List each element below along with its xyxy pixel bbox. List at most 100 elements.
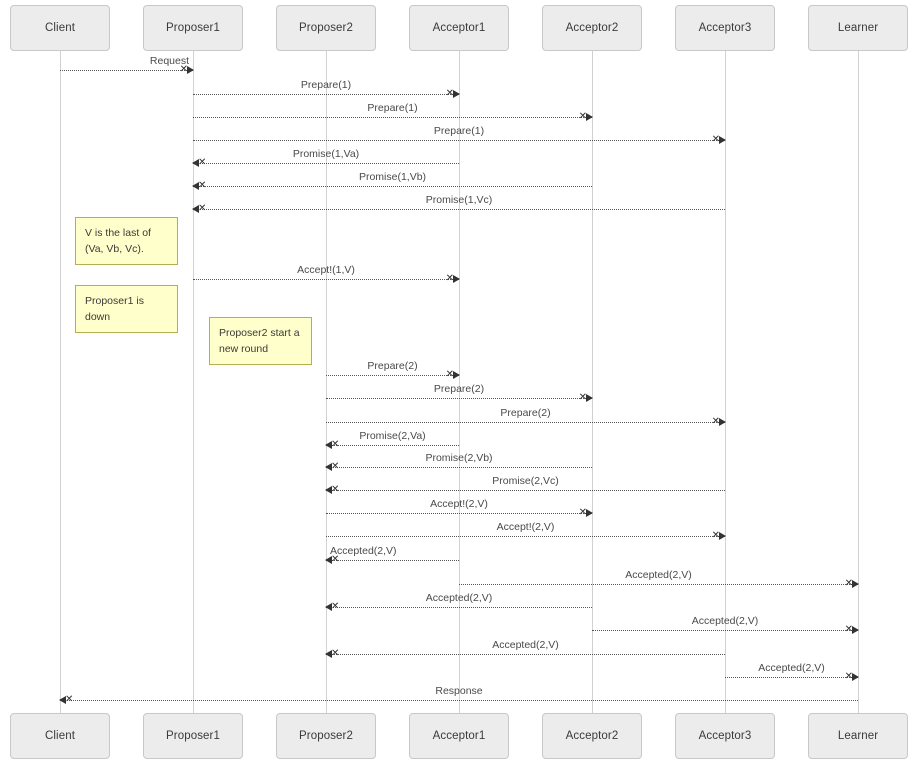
message-label: Promise(2,Vb): [425, 452, 493, 464]
message-x-marker-icon: ✕: [198, 157, 207, 168]
arrowhead-right-icon: [586, 113, 593, 121]
message-x-marker-icon: ✕: [844, 624, 853, 635]
message-line: [326, 560, 459, 561]
message-label: Accept!(1,V): [297, 264, 355, 276]
message-x-marker-icon: ✕: [445, 369, 454, 380]
note-v-last: V is the last of (Va, Vb, Vc).: [75, 217, 178, 265]
participant-acceptor3-bottom[interactable]: Acceptor3: [675, 713, 775, 759]
message-label: Accept!(2,V): [430, 498, 488, 510]
message-x-marker-icon: ✕: [711, 134, 720, 145]
message-x-marker-icon: ✕: [198, 203, 207, 214]
arrowhead-left-icon: [192, 205, 199, 213]
message-label: Request: [149, 55, 189, 67]
participant-acceptor1-top[interactable]: Acceptor1: [409, 5, 509, 51]
message-line: [193, 279, 459, 280]
message-x-marker-icon: ✕: [65, 694, 74, 705]
note-proposer2-new: Proposer2 start a new round: [209, 317, 312, 365]
note-text: V is the last of (Va, Vb, Vc).: [85, 227, 151, 255]
participant-acceptor2-bottom[interactable]: Acceptor2: [542, 713, 642, 759]
message-label: Accept!(2,V): [496, 521, 555, 533]
participant-proposer2-bottom[interactable]: Proposer2: [276, 713, 376, 759]
message-x-marker-icon: ✕: [331, 484, 340, 495]
message-x-marker-icon: ✕: [578, 392, 587, 403]
message-line: [326, 398, 592, 399]
participant-label: Client: [44, 22, 75, 34]
arrowhead-right-icon: [586, 509, 593, 517]
message-label: Promise(2,Va): [359, 430, 426, 442]
participant-proposer2-top[interactable]: Proposer2: [276, 5, 376, 51]
message-label: Response: [435, 685, 483, 697]
message-label: Accepted(2,V): [492, 639, 559, 651]
arrowhead-right-icon: [453, 371, 460, 379]
participant-label: Proposer2: [299, 22, 353, 34]
lifeline-acceptor2: [592, 51, 593, 713]
message-line: [193, 163, 459, 164]
message-line: [326, 445, 459, 446]
message-line: [326, 654, 725, 655]
message-x-marker-icon: ✕: [331, 601, 340, 612]
arrowhead-right-icon: [453, 90, 460, 98]
participant-proposer1-bottom[interactable]: Proposer1: [143, 713, 243, 759]
participant-label: Acceptor2: [565, 22, 619, 34]
message-x-marker-icon: ✕: [844, 578, 853, 589]
message-line: [326, 490, 725, 491]
message-line: [193, 140, 725, 141]
message-line: [326, 375, 459, 376]
participant-label: Proposer1: [166, 730, 220, 742]
message-label: Accepted(2,V): [691, 615, 759, 627]
arrowhead-left-icon: [192, 159, 199, 167]
lifeline-acceptor1: [459, 51, 460, 713]
message-line: [592, 630, 858, 631]
message-x-marker-icon: ✕: [711, 530, 720, 541]
participant-label: Acceptor2: [565, 730, 619, 742]
message-line: [193, 209, 725, 210]
message-x-marker-icon: ✕: [445, 273, 454, 284]
message-x-marker-icon: ✕: [578, 507, 587, 518]
message-line: [193, 117, 592, 118]
participant-acceptor1-bottom[interactable]: Acceptor1: [409, 713, 509, 759]
participant-client-top[interactable]: Client: [10, 5, 110, 51]
arrowhead-left-icon: [325, 556, 332, 564]
note-proposer1-down: Proposer1 is down: [75, 285, 178, 333]
message-label: Accepted(2,V): [625, 569, 692, 581]
message-line: [193, 94, 459, 95]
arrowhead-left-icon: [325, 650, 332, 658]
participant-label: Proposer1: [166, 22, 220, 34]
note-text: Proposer2 start a new round: [219, 327, 300, 355]
message-label: Promise(1,Vb): [358, 171, 427, 183]
message-label: Accepted(2,V): [758, 662, 825, 674]
lifeline-acceptor3: [725, 51, 726, 713]
participant-client-bottom[interactable]: Client: [10, 713, 110, 759]
participant-learner-bottom[interactable]: Learner: [808, 713, 908, 759]
message-line: [326, 607, 592, 608]
arrowhead-right-icon: [852, 580, 859, 588]
message-line: [60, 700, 858, 701]
message-x-marker-icon: ✕: [198, 180, 207, 191]
note-text: Proposer1 is down: [85, 295, 144, 323]
message-label: Prepare(2): [500, 407, 551, 419]
participant-learner-top[interactable]: Learner: [808, 5, 908, 51]
arrowhead-left-icon: [59, 696, 66, 704]
participant-acceptor3-top[interactable]: Acceptor3: [675, 5, 775, 51]
lifeline-learner: [858, 51, 859, 713]
message-label: Promise(1,Va): [292, 148, 360, 160]
lifeline-proposer2: [326, 51, 327, 713]
message-line: [326, 467, 592, 468]
message-label: Promise(1,Vc): [425, 194, 493, 206]
arrowhead-left-icon: [325, 441, 332, 449]
message-x-marker-icon: ✕: [331, 439, 340, 450]
message-x-marker-icon: ✕: [331, 461, 340, 472]
message-line: [725, 677, 858, 678]
participant-acceptor2-top[interactable]: Acceptor2: [542, 5, 642, 51]
arrowhead-left-icon: [192, 182, 199, 190]
message-line: [326, 422, 725, 423]
message-label: Accepted(2,V): [425, 592, 493, 604]
message-line: [326, 536, 725, 537]
participant-proposer1-top[interactable]: Proposer1: [143, 5, 243, 51]
lifeline-client: [60, 51, 61, 713]
message-line: [459, 584, 858, 585]
participant-label: Proposer2: [299, 730, 353, 742]
message-label: Prepare(1): [433, 125, 485, 137]
arrowhead-right-icon: [719, 418, 726, 426]
